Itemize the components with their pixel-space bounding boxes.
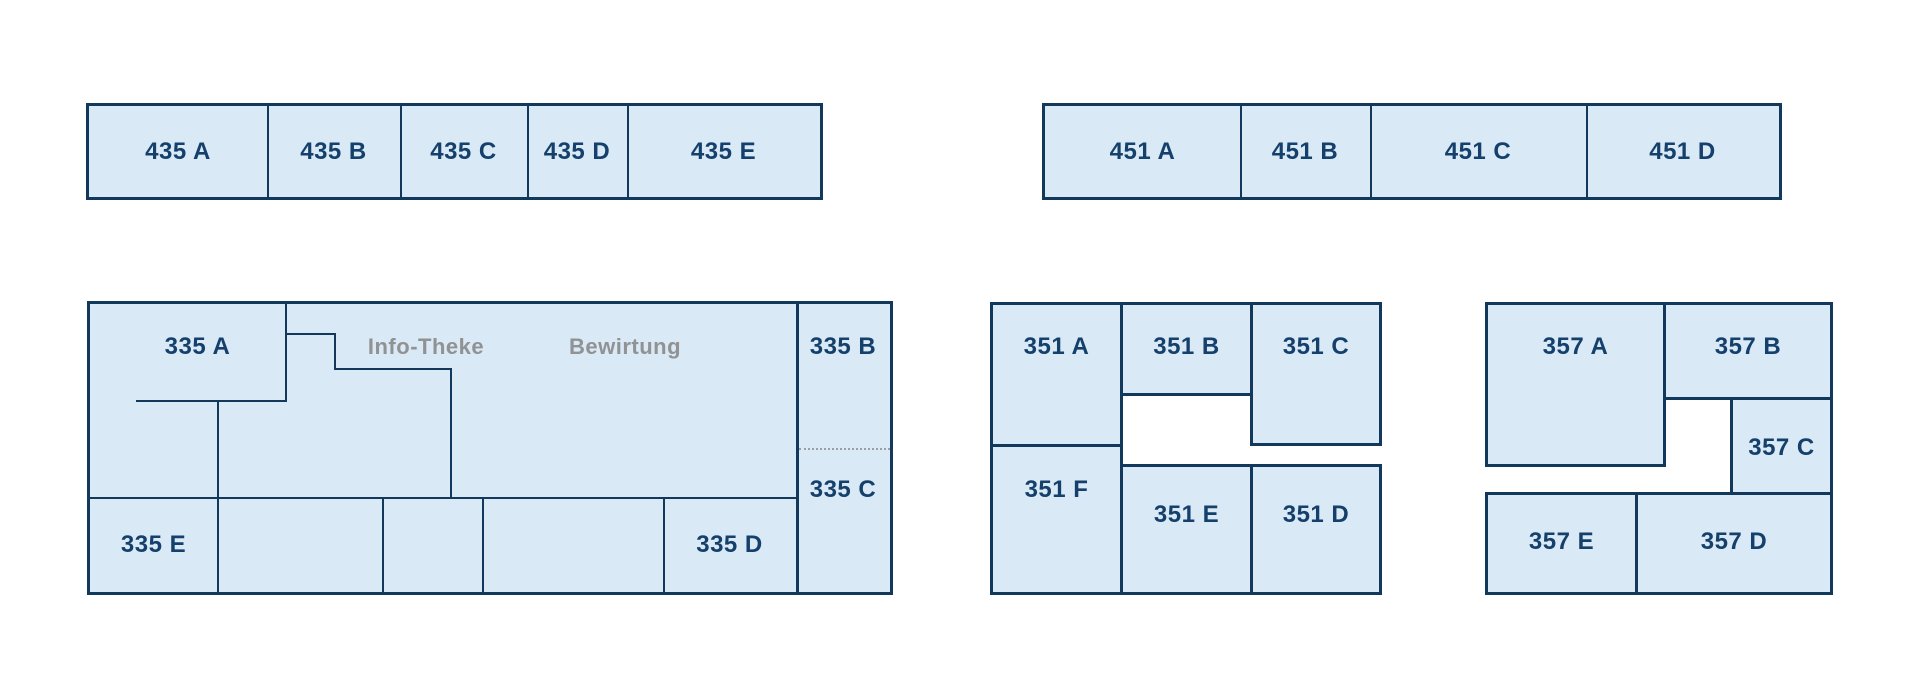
booth-451b[interactable]: 451 B — [1271, 137, 1339, 165]
booth-351e[interactable]: 351 E — [1120, 464, 1253, 595]
booth-357e[interactable]: 357 E — [1485, 492, 1638, 595]
booth-357b[interactable]: 357 B — [1663, 302, 1833, 400]
booth-label: 351 F — [1024, 476, 1089, 503]
wall-divider — [627, 106, 629, 197]
booth-435d[interactable]: 435 D — [543, 137, 611, 165]
booth-335e[interactable]: 335 E — [120, 530, 187, 558]
booth-label: 351 C — [1282, 333, 1350, 360]
booth-351a[interactable]: 351 A — [990, 302, 1123, 447]
wall-segment — [450, 368, 452, 499]
area-label-bewirtung: Bewirtung — [568, 334, 682, 359]
booth-451d[interactable]: 451 D — [1649, 137, 1716, 165]
booth-label: 351 A — [1023, 333, 1090, 360]
wall-segment — [136, 400, 287, 402]
wall-divider — [482, 497, 484, 592]
booth-351b[interactable]: 351 B — [1120, 302, 1253, 396]
booth-label: 357 B — [1714, 333, 1782, 360]
booth-label: 351 B — [1153, 333, 1220, 360]
booth-351c[interactable]: 351 C — [1250, 302, 1382, 446]
booth-451c[interactable]: 451 C — [1444, 137, 1512, 165]
booth-label: 351 D — [1282, 501, 1350, 528]
booth-335b[interactable]: 335 B — [809, 333, 877, 360]
booth-435a[interactable]: 435 A — [145, 137, 211, 165]
wall-segment — [334, 368, 452, 370]
booth-335a[interactable]: 335 A — [164, 333, 231, 360]
booth-335c[interactable]: 335 C — [809, 476, 877, 503]
wall-segment — [90, 497, 798, 499]
wall-divider — [1240, 106, 1242, 197]
hall-block-335: 335 A Info-Theke Bewirtung 335 B 335 C 3… — [87, 301, 893, 595]
wall-divider — [1370, 106, 1372, 197]
wall-segment — [796, 304, 799, 592]
booth-label: 351 E — [1153, 501, 1220, 528]
booth-357a[interactable]: 357 A — [1485, 302, 1666, 467]
booth-451a[interactable]: 451 A — [1109, 137, 1176, 165]
wall-segment — [285, 304, 287, 400]
booth-357d[interactable]: 357 D — [1635, 492, 1833, 595]
wall-divider — [267, 106, 269, 197]
booth-435e[interactable]: 435 E — [690, 137, 757, 165]
wall-divider — [663, 497, 665, 592]
wall-divider — [382, 497, 384, 592]
booth-435b[interactable]: 435 B — [300, 137, 367, 165]
booth-357c[interactable]: 357 C — [1730, 397, 1833, 495]
wall-divider — [527, 106, 529, 197]
booth-label: 357 C — [1748, 434, 1815, 461]
wall-segment — [285, 333, 336, 335]
booth-row-451: 451 A 451 B 451 C 451 D — [1042, 103, 1782, 200]
area-label-info-theke: Info-Theke — [367, 334, 485, 359]
booth-351d[interactable]: 351 D — [1250, 464, 1382, 595]
booth-label: 357 D — [1700, 528, 1768, 555]
wall-divider — [400, 106, 402, 197]
booth-435c[interactable]: 435 C — [430, 137, 497, 165]
wall-segment — [217, 400, 219, 592]
wall-divider — [1586, 106, 1588, 197]
booth-351f[interactable]: 351 F — [990, 444, 1123, 595]
booth-label: 357 A — [1542, 333, 1609, 360]
dotted-divider-335b-335c — [799, 448, 890, 450]
booth-335d[interactable]: 335 D — [696, 530, 763, 558]
booth-row-435: 435 A 435 B 435 C 435 D 435 E — [86, 103, 823, 200]
booth-label: 357 E — [1528, 528, 1595, 555]
wall-segment — [334, 333, 336, 370]
